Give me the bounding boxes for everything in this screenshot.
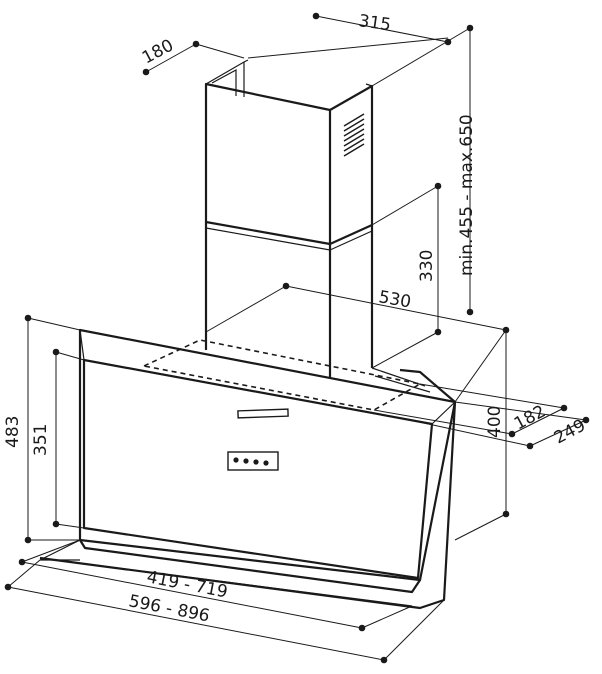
lower-chimney: [204, 222, 374, 378]
hood-body: [39, 328, 457, 610]
label-depth-top: 182: [511, 402, 549, 435]
dimension-lines: [4, 12, 590, 664]
label-body-height: 400: [485, 406, 505, 438]
label-glass-height: 483: [3, 416, 23, 448]
label-chimney-height: min.455 - max.650: [457, 114, 477, 276]
label-lower-chimney-height: 330: [417, 250, 437, 282]
control-buttons-icon: [227, 451, 279, 471]
vent-grille-icon: [343, 113, 365, 157]
wall-fixing-outline: [141, 339, 423, 411]
handle-slot: [237, 408, 289, 419]
label-diagonal-depth: 530: [377, 287, 412, 312]
upper-chimney: [204, 59, 374, 246]
label-chimney-depth: 180: [139, 36, 177, 69]
label-chimney-width: 315: [357, 11, 392, 35]
label-panel-height: 351: [31, 424, 51, 456]
